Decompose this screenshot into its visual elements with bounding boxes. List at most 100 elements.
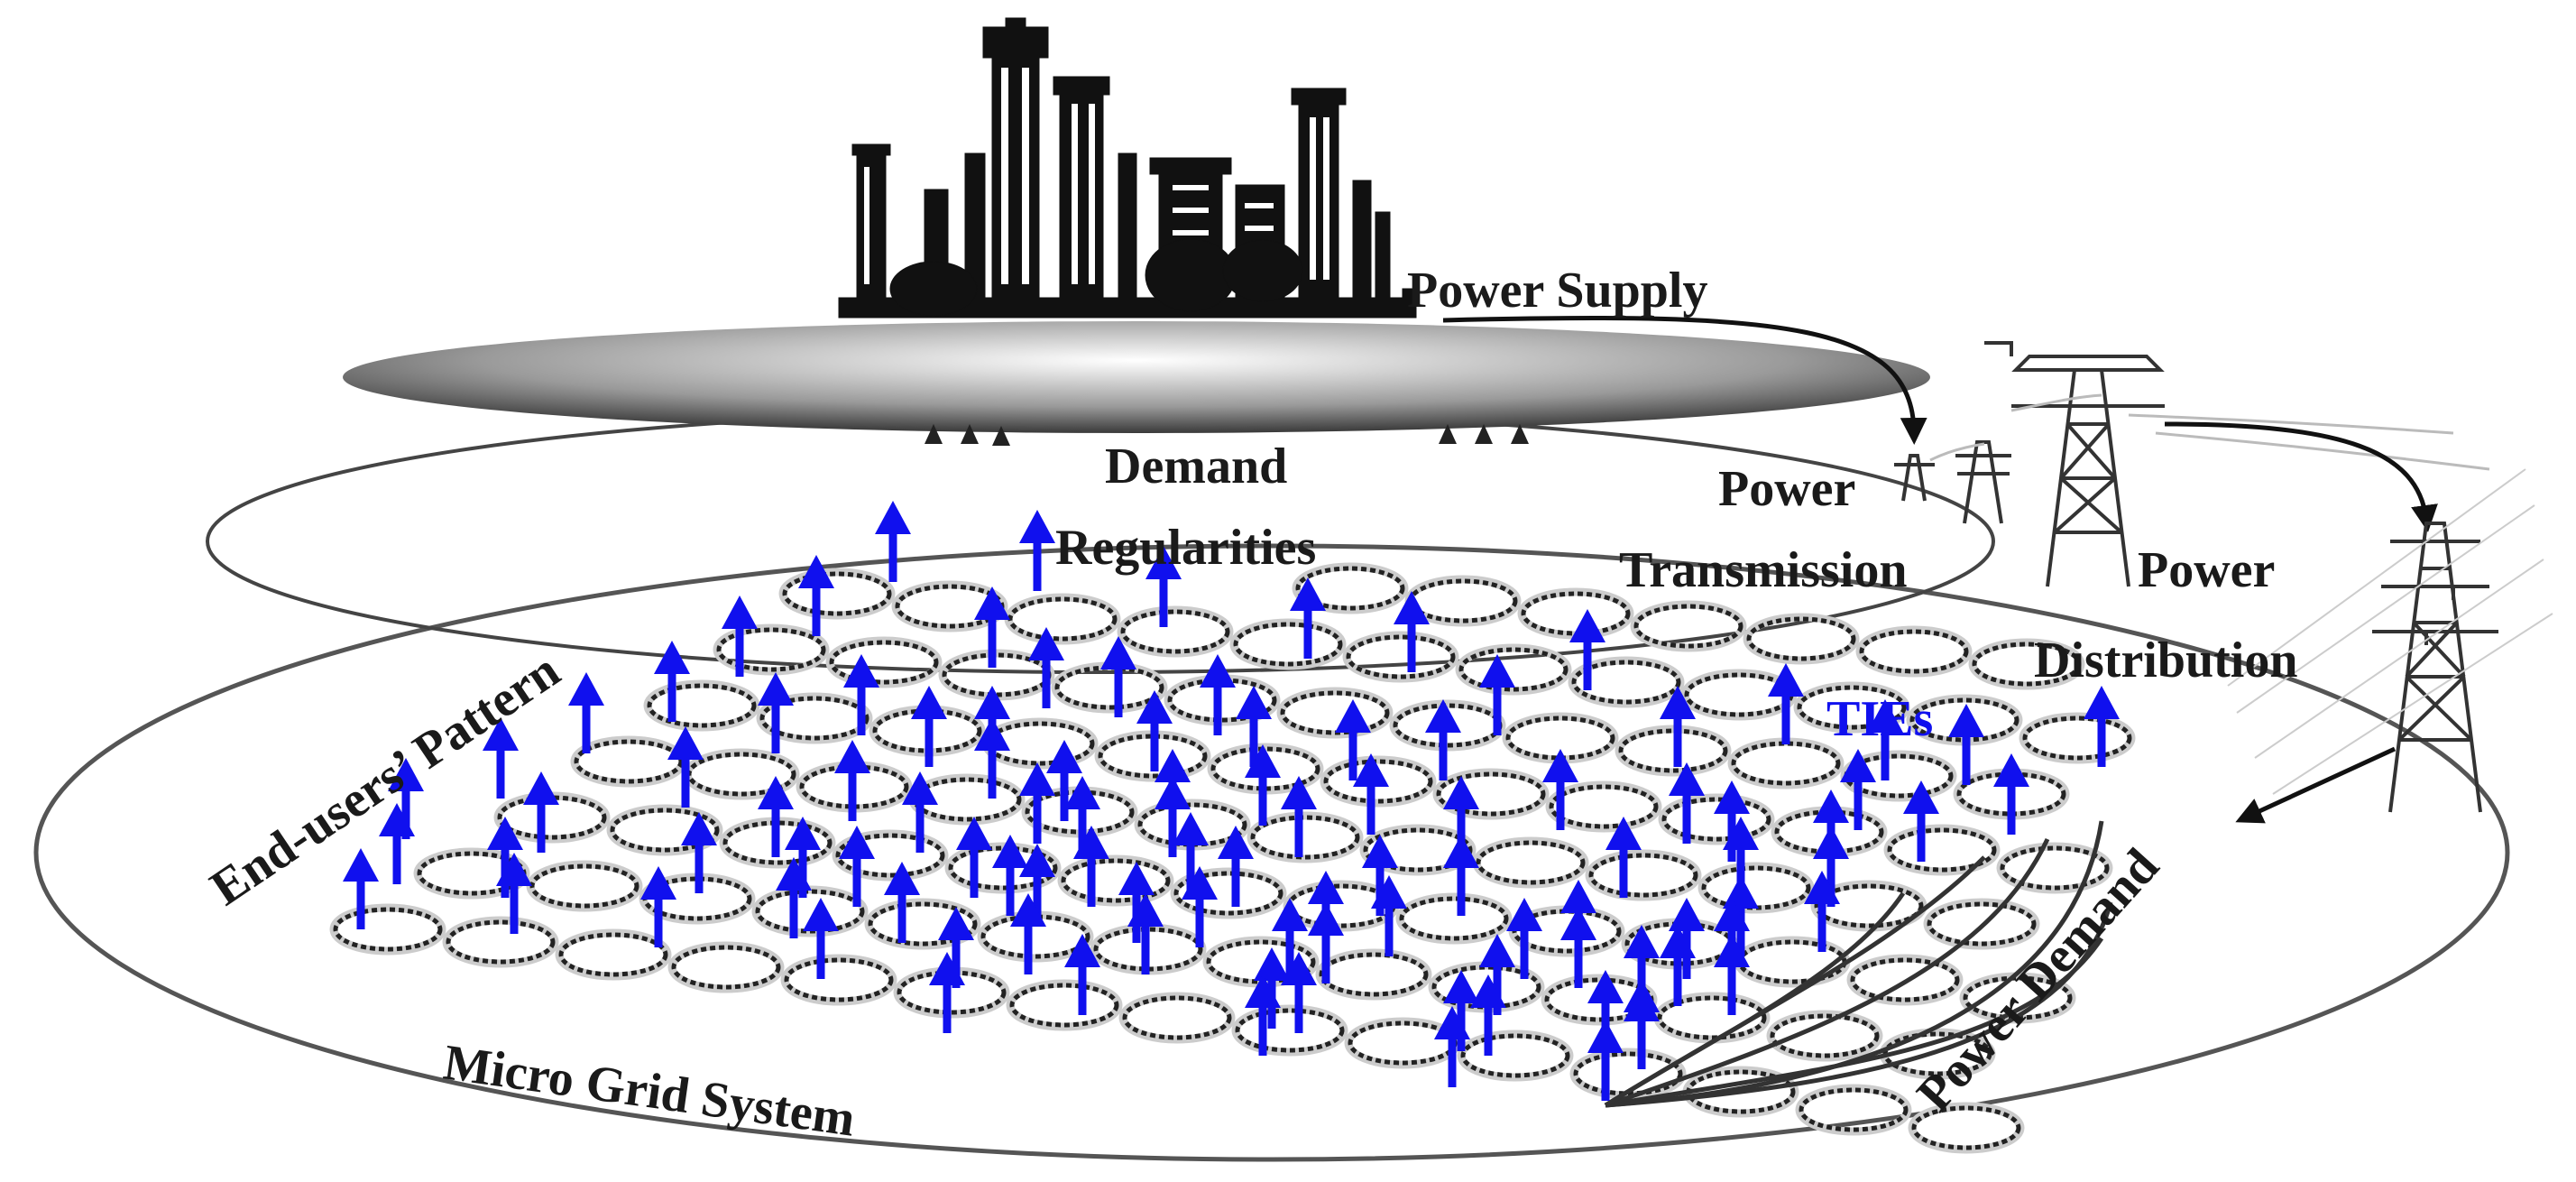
consumer-ring-icon [1395, 892, 1513, 945]
demand-arrow-icon [523, 771, 559, 853]
demand-arrow-icon [343, 848, 379, 929]
consumer-ring-icon [1432, 768, 1550, 820]
consumer-ring-icon [1004, 593, 1121, 645]
consumer-ring-icon [1734, 936, 1851, 988]
demand-arrow-icon [974, 717, 1010, 799]
demand-arrow-icon [640, 866, 676, 947]
consumer-ring-icon [1569, 1048, 1687, 1100]
consumer-ring-icon [1320, 755, 1437, 808]
consumer-ring-icon [1793, 681, 1910, 734]
label-regularities: Regularities [1055, 520, 1316, 576]
regularity-arrow-icon [1475, 424, 1493, 550]
power-supply-disc [343, 321, 1930, 433]
demand-arrow-icon [875, 501, 911, 582]
consumer-ring-icon [442, 916, 559, 968]
demand-arrow-icon [902, 771, 938, 853]
demand-arrow-icon [1064, 934, 1100, 1015]
regularity-arrow-icon [1439, 424, 1457, 541]
demand-arrow-icon [1948, 704, 1984, 785]
consumer-ring-icon [329, 903, 446, 956]
consumer-ring-icon [1472, 836, 1589, 889]
label-demand: Demand [1105, 439, 1287, 494]
demand-arrow-icon [1028, 627, 1064, 708]
demand-arrow-icon [839, 826, 875, 907]
demand-arrow-icon [1371, 875, 1407, 956]
consumer-ring-icon [1057, 854, 1174, 907]
demand-arrow-icon [1100, 636, 1136, 717]
consumer-ring-icon [1276, 687, 1394, 739]
demand-arrow-icon [667, 726, 704, 808]
demand-arrow-icon [758, 672, 794, 753]
demand-arrow-icon [1605, 817, 1642, 898]
demand-arrow-icon [992, 835, 1028, 916]
consumer-ring-icon [1457, 1030, 1574, 1082]
demand-arrow-icon [1281, 776, 1317, 857]
label-power-transmission-2: Transmission [1619, 542, 1907, 598]
demand-arrow-icon [483, 717, 519, 799]
demand-arrow-icon [1136, 690, 1173, 771]
end-user-demand-arrows [343, 501, 2120, 1101]
demand-arrow-icon [843, 654, 879, 735]
demand-arrow-icon [1394, 591, 1430, 672]
consumer-ring-icon [643, 679, 760, 732]
consumer-ring-icon [944, 842, 1062, 894]
demand-arrow-icon [722, 596, 758, 677]
consumer-ring-icon [1517, 587, 1634, 640]
demand-arrow-icon [1443, 970, 1479, 1051]
power-lines-gray [1929, 393, 2490, 471]
demand-arrow-icon [1335, 699, 1371, 780]
consumer-ring-icon [1743, 613, 1860, 665]
distribution-pole-icon [2372, 522, 2498, 813]
demand-arrow-icon [1714, 934, 1750, 1015]
demand-regularity-arrows [925, 424, 1529, 573]
demand-arrow-icon [1624, 988, 1660, 1069]
regularity-arrow-icon [961, 424, 979, 559]
label-power-supply: Power Supply [1407, 263, 1707, 319]
demand-arrow-icon [379, 803, 415, 884]
consumer-ring-icon [1766, 1010, 1883, 1062]
consumer-ring-icon [1883, 824, 2001, 876]
demand-arrow-icon [1290, 577, 1326, 659]
demand-arrow-icon [1155, 776, 1191, 857]
demand-arrow-icon [1308, 902, 1344, 983]
consumer-ring-icon [1342, 631, 1459, 683]
consumer-rings [329, 562, 2136, 1154]
demand-arrow-icon [1019, 762, 1055, 844]
consumer-ring-icon [1315, 948, 1432, 1001]
consumer-ring-icon [713, 623, 830, 676]
demand-arrow-icon [1470, 974, 1506, 1056]
demand-arrow-icon [568, 672, 604, 753]
demand-arrow-icon [1542, 749, 1578, 830]
consumer-ring-icon [778, 568, 896, 620]
demand-arrow-icon [1903, 780, 1939, 862]
consumer-ring-icon [555, 928, 672, 981]
consumer-ring-icon [1795, 1084, 1912, 1136]
consumer-ring-icon [1292, 562, 1409, 614]
micro-grid-boundary [33, 543, 2510, 1162]
label-micro-grid-system: Micro Grid System [440, 1034, 858, 1147]
consumer-ring-icon [1996, 842, 2113, 894]
consumer-ring-icon [667, 941, 785, 993]
demand-arrow-icon [1245, 744, 1281, 826]
demand-arrow-icon [1867, 699, 1903, 780]
consumer-ring-icon [1117, 605, 1234, 658]
consumer-ring-icon [1006, 979, 1123, 1031]
consumer-ring-icon [825, 636, 943, 688]
regularity-arrow-icon [1511, 424, 1529, 568]
demand-arrow-icon [834, 740, 870, 821]
label-ties: TIEs [1826, 691, 1933, 747]
regularity-arrow-icon [992, 426, 1010, 568]
demand-arrow-icon [776, 857, 812, 938]
demand-arrow-icon [929, 952, 965, 1033]
consumer-ring-icon [1923, 898, 2040, 950]
demand-arrow-icon [1245, 974, 1281, 1056]
demand-arrow-icon [803, 898, 839, 979]
consumer-ring-icon [1968, 638, 2085, 690]
demand-arrow-icon [1660, 925, 1696, 1006]
demand-arrow-icon [1425, 699, 1461, 780]
label-power-demand: Power Demand [1907, 838, 2170, 1122]
label-power-distribution-1: Power [2138, 542, 2275, 598]
consumer-ring-icon [1359, 824, 1477, 876]
consumer-ring-icon [1231, 1004, 1348, 1057]
transmission-tower-icon [1894, 341, 2165, 587]
